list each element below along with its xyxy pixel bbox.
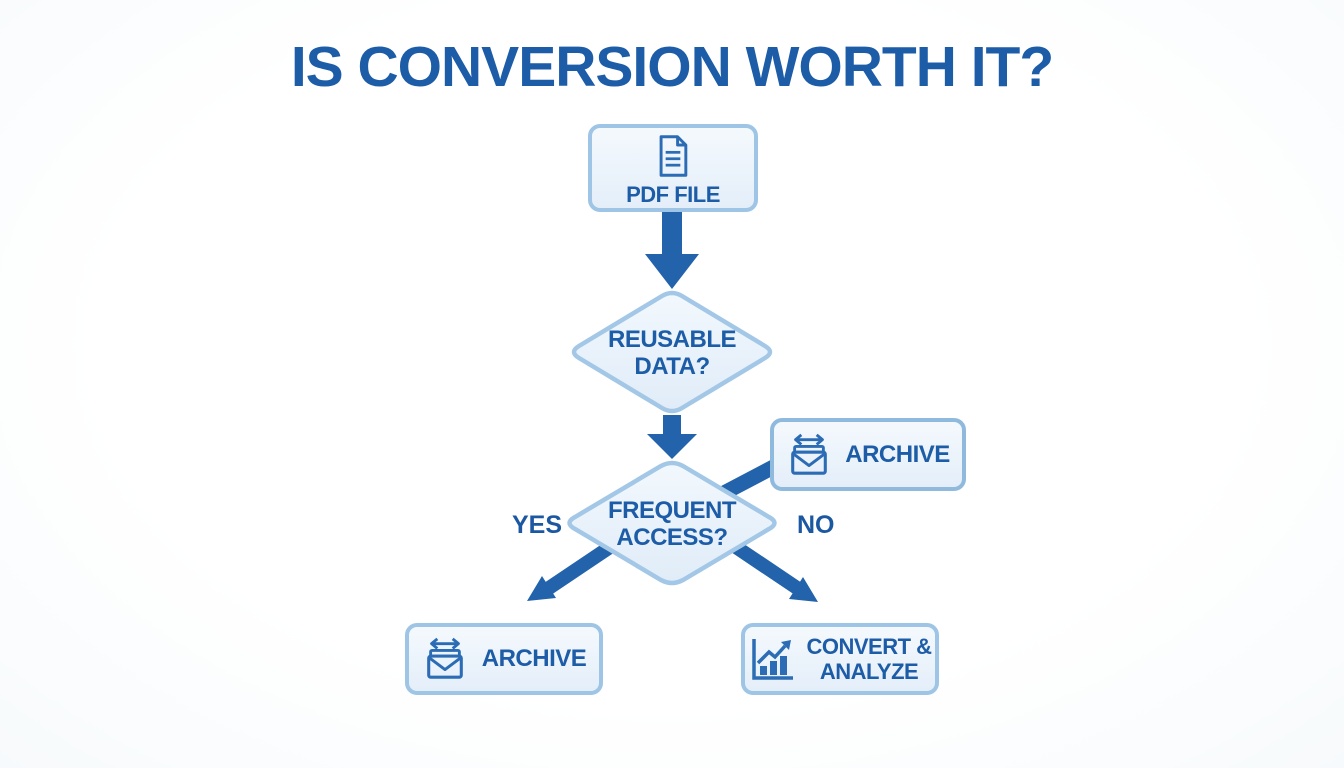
arrow-pdf-to-reusable	[645, 212, 699, 289]
diamond-reusable-data	[571, 290, 773, 414]
node-convert-analyze-label: CONVERT & ANALYZE	[806, 634, 932, 684]
archive-icon	[426, 637, 463, 679]
arrow-yes-head	[527, 576, 556, 601]
convert-line1: CONVERT &	[806, 634, 932, 659]
arrow-no-head	[789, 577, 818, 602]
document-icon	[659, 135, 688, 177]
node-pdf-file: PDF FILE	[588, 124, 758, 212]
node-pdf-file-label: PDF FILE	[626, 182, 720, 207]
node-archive-left-label: ARCHIVE	[481, 645, 587, 672]
node-reusable-data-label: REUSABLE DATA?	[572, 326, 772, 380]
frequent-line2: ACCESS?	[616, 524, 728, 551]
node-archive-right-label: ARCHIVE	[845, 440, 950, 468]
node-archive-right: ARCHIVE	[770, 418, 966, 491]
arrow-reusable-to-frequent	[647, 415, 697, 459]
bar-chart-icon	[752, 639, 794, 680]
arrow-no-shaft	[729, 539, 801, 594]
frequent-line1: FREQUENT	[608, 497, 737, 524]
reusable-line2: DATA?	[634, 353, 710, 380]
branch-label-yes: YES	[512, 511, 563, 539]
branch-label-no: NO	[797, 511, 835, 539]
node-archive-left: ARCHIVE	[405, 623, 603, 695]
arrow-yes-shaft	[545, 539, 617, 594]
diamond-frequent-access	[567, 460, 777, 586]
convert-line2: ANALYZE	[819, 659, 919, 684]
page-title: IS CONVERSION WORTH IT?	[290, 35, 1054, 99]
archive-icon	[791, 433, 828, 475]
node-frequent-access-label: FREQUENT ACCESS?	[567, 497, 777, 551]
reusable-line1: REUSABLE	[607, 326, 737, 353]
node-convert-analyze: CONVERT & ANALYZE	[741, 623, 939, 695]
